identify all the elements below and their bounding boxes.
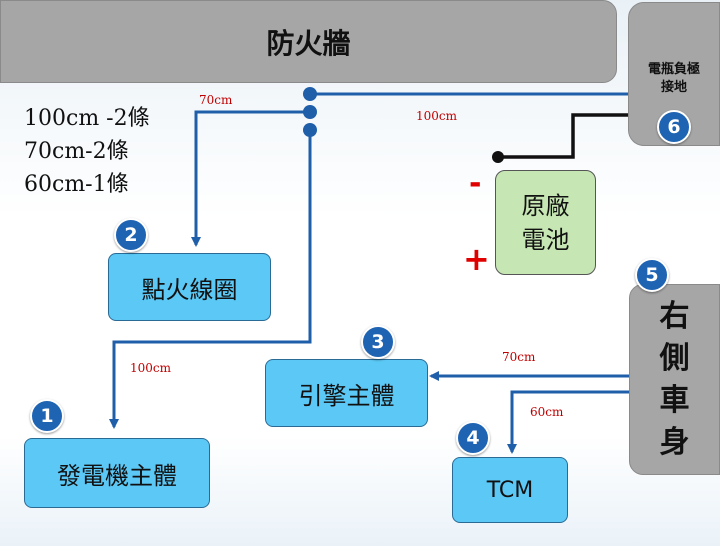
junction-dot	[303, 123, 317, 137]
firewall-banner: 防火牆	[0, 0, 617, 83]
legend-item: 60cm-1條	[24, 172, 129, 197]
oem-battery-box: 原廠 電池	[495, 170, 596, 275]
wire-label-generator: 100cm	[130, 361, 172, 375]
badge-ignition-coil: 2	[114, 218, 148, 252]
battery-positive-sign: +	[463, 240, 490, 278]
generator-label: 發電機主體	[57, 461, 177, 490]
badge-tcm: 4	[456, 421, 490, 455]
wire-to-tcm	[507, 390, 646, 454]
badge-generator: 1	[30, 399, 64, 433]
battery-label: 原廠 電池	[521, 191, 570, 254]
right-side-body-box: 右 側 車 身	[629, 284, 720, 475]
tcm-label: TCM	[486, 477, 534, 503]
right-body-label: 右 側 車 身	[659, 298, 690, 460]
wire-label-ground: 100cm	[416, 109, 458, 123]
ignition-coil-box: 點火線圈	[108, 253, 271, 321]
battery-wire-dot	[492, 151, 504, 163]
wire-label-tcm: 60cm	[530, 405, 564, 419]
battery-negative-sign: -	[469, 166, 482, 201]
legend-item: 70cm-2條	[24, 139, 129, 164]
badge-right-body: 5	[635, 258, 669, 292]
legend-item: 100cm -2條	[24, 106, 150, 131]
ignition-coil-label: 點火線圈	[141, 275, 238, 304]
engine-label: 引擎主體	[298, 381, 395, 410]
tcm-box: TCM	[452, 457, 568, 523]
firewall-title: 防火牆	[266, 26, 351, 60]
wire-label-coil: 70cm	[199, 93, 233, 107]
wire-to-ignition-coil	[191, 110, 310, 247]
badge-engine: 3	[361, 325, 395, 359]
wire-to-generator	[109, 130, 312, 429]
ground-label: 電瓶負極 接地	[647, 62, 700, 95]
junction-dot	[303, 87, 317, 101]
engine-body-box: 引擎主體	[265, 359, 428, 427]
junction-dot	[303, 105, 317, 119]
cable-legend: 100cm -2條 70cm-2條 60cm-1條	[24, 102, 150, 201]
battery-ground-wire	[498, 113, 660, 159]
badge-ground: 6	[657, 110, 691, 144]
wire-label-engine: 70cm	[502, 350, 536, 364]
generator-body-box: 發電機主體	[24, 438, 210, 508]
